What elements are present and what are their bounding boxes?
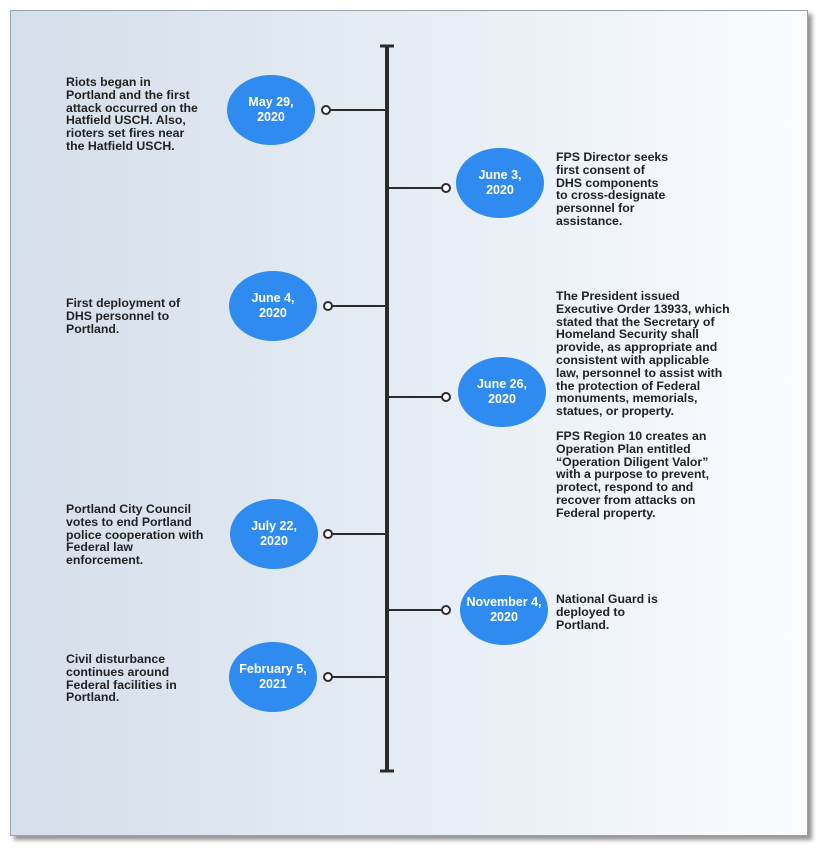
- event-description-june-26-part-2: FPS Region 10 creates an Operation Plan …: [556, 428, 710, 520]
- event-description-june-26-part-1: The President issued Executive Order 139…: [556, 289, 730, 419]
- connector-june-26: [387, 392, 451, 402]
- date-bubble-july-22: July 22, 2020: [230, 499, 318, 569]
- event-description-june-4: First deployment of DHS personnel to Por…: [66, 296, 181, 336]
- date-bubble-may-29: May 29, 2020: [227, 75, 315, 145]
- event-description-june-26: The President issued Executive Order 139…: [556, 290, 730, 520]
- event-description-july-22: Portland City Council votes to end Portl…: [66, 502, 204, 568]
- connector-may-29: [321, 105, 387, 115]
- connector-june-3: [387, 183, 451, 193]
- connector-july-22: [323, 529, 387, 539]
- event-description-june-3: FPS Director seeks first consent of DHS …: [556, 150, 669, 228]
- date-bubble-june-26: June 26, 2020: [458, 357, 546, 427]
- connector-february-5: [323, 672, 387, 682]
- event-description-may-29: Riots began in Portland and the first at…: [66, 75, 198, 153]
- event-description-february-5: Civil disturbance continues around Feder…: [66, 652, 177, 705]
- connector-june-4: [323, 301, 387, 311]
- date-bubble-june-4: June 4, 2020: [229, 271, 317, 341]
- date-bubble-june-3: June 3, 2020: [456, 148, 544, 218]
- event-description-november-4: National Guard is deployed to Portland.: [556, 592, 658, 632]
- timeline-panel: [10, 10, 808, 836]
- connector-november-4: [387, 605, 451, 615]
- date-bubble-february-5: February 5, 2021: [229, 642, 317, 712]
- date-bubble-november-4: November 4, 2020: [460, 575, 548, 645]
